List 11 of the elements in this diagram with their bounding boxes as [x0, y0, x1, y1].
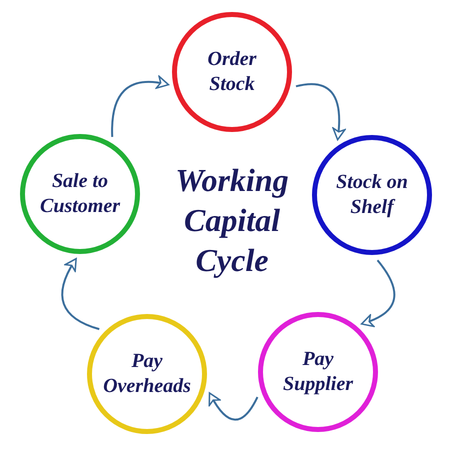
- node-label: Pay Overheads: [102, 349, 192, 399]
- curved-arrow: [296, 83, 346, 140]
- node-label: Order Stock: [206, 47, 258, 97]
- curved-arrow: [208, 392, 258, 421]
- curved-arrow: [360, 260, 396, 327]
- curved-arrow: [61, 258, 100, 330]
- node-label: Stock on Shelf: [335, 170, 409, 220]
- node-label: Sale to Customer: [38, 169, 122, 219]
- node-label: Pay Supplier: [282, 347, 354, 397]
- title: Working Capital Cycle: [174, 161, 290, 280]
- curved-arrow: [111, 76, 170, 137]
